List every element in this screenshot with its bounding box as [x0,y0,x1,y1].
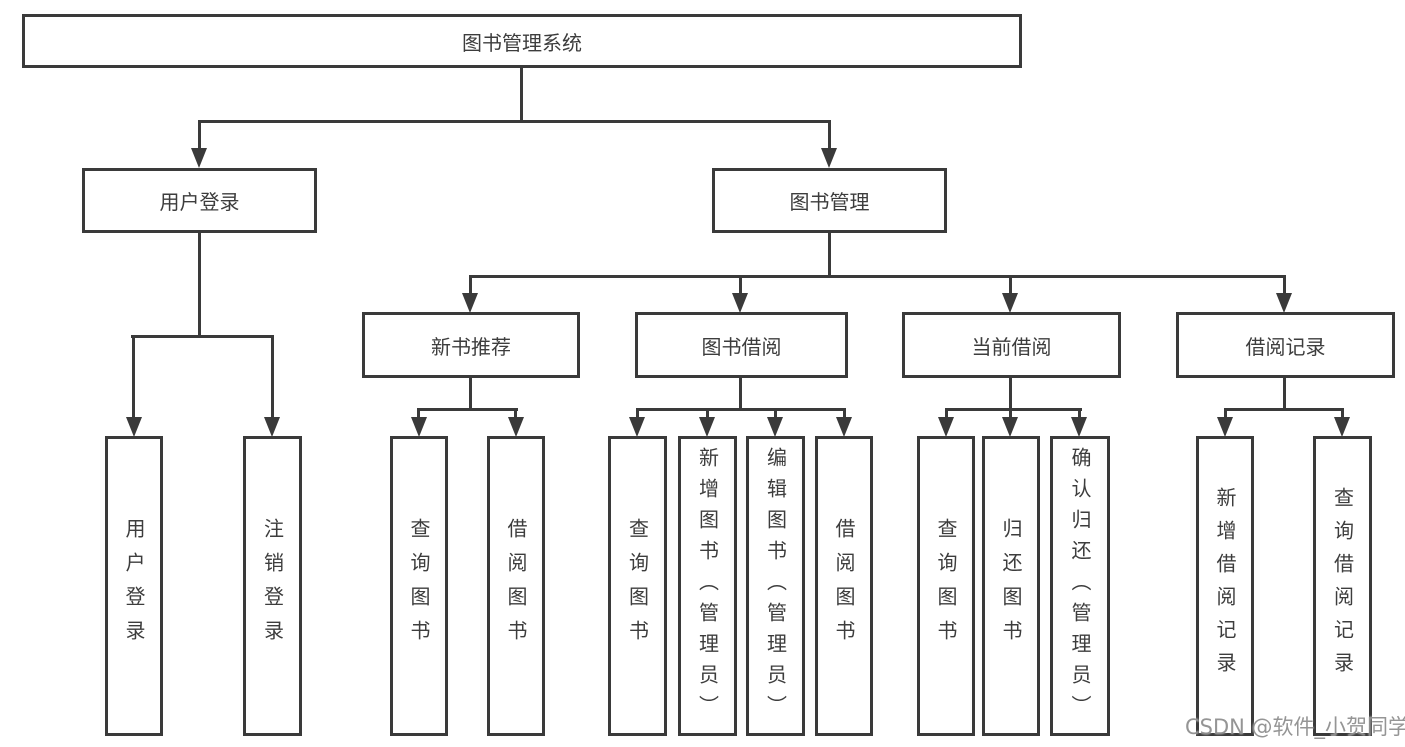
connector-currentborrow-stem [1009,378,1012,411]
leaf-logout: 注销登录 [243,436,302,736]
csdn-watermark: CSDN @软件_小贺同学 [1185,715,1405,739]
arrowhead-leaf [767,417,783,437]
node-book-management: 图书管理 [712,168,947,233]
leaf-edit-books-admin: 编辑图书（管理员） [746,436,805,736]
connector-to-borrow-records [1283,275,1286,297]
leaf-query-books-current: 查询图书 [917,436,975,736]
connector-stub [514,408,517,419]
connector-newbook-stem [469,378,472,411]
connector-book-mgmt-stem [828,233,831,278]
connector-to-new-book [469,275,472,297]
connector-stub [636,408,639,419]
connector-root-stem [520,68,523,120]
connector-currentborrow-bar [945,408,1082,411]
arrowhead-leaf [1002,417,1018,437]
arrowhead-leaf [1334,417,1350,437]
connector-stub [1009,408,1012,419]
leaf-confirm-return-admin: 确认归还（管理员） [1050,436,1110,736]
leaf-add-books-admin: 新增图书（管理员） [678,436,737,736]
arrowhead-leaf-login [126,417,142,437]
connector-stub [1078,408,1081,419]
leaf-borrow-books-recommend: 借阅图书 [487,436,545,736]
arrowhead-book-borrow [732,293,748,313]
connector-stub [945,408,948,419]
connector-bookborrow-stem [739,378,742,411]
connector-records-bar [1224,408,1344,411]
connector-stub [843,408,846,419]
arrowhead-leaf-logout [264,417,280,437]
leaf-query-books-borrowing: 查询图书 [608,436,667,736]
connector-to-leaf-login [132,335,135,419]
arrowhead-leaf [508,417,524,437]
arrowhead-book-management [821,148,837,168]
connector-level2-bar [198,120,831,123]
node-new-book-recommend: 新书推荐 [362,312,580,378]
arrowhead-current-borrow [1002,293,1018,313]
node-book-borrowing: 图书借阅 [635,312,848,378]
connector-to-user-login [198,120,201,150]
arrowhead-leaf [1217,417,1233,437]
leaf-user-login: 用户登录 [105,436,163,736]
connector-user-login-bar [131,335,274,338]
connector-to-book-management [828,120,831,150]
connector-stub [1224,408,1227,419]
connector-stub [774,408,777,419]
connector-user-login-stem [198,233,201,338]
connector-stub [417,408,420,419]
connector-to-leaf-logout [271,335,274,419]
leaf-query-books-recommend: 查询图书 [390,436,448,736]
arrowhead-leaf [699,417,715,437]
arrowhead-leaf [629,417,645,437]
connector-to-current-borrow [1009,275,1012,297]
node-user-login: 用户登录 [82,168,317,233]
arrowhead-borrow-records [1276,293,1292,313]
leaf-query-borrow-record: 查询借阅记录 [1313,436,1372,736]
arrowhead-leaf [411,417,427,437]
connector-to-book-borrow [739,275,742,297]
node-borrowing-records: 借阅记录 [1176,312,1395,378]
connector-newbook-bar [418,408,518,411]
leaf-borrow-books: 借阅图书 [815,436,873,736]
leaf-add-borrow-record: 新增借阅记录 [1196,436,1254,736]
node-root-library-system: 图书管理系统 [22,14,1022,68]
arrowhead-leaf [836,417,852,437]
node-current-borrowing: 当前借阅 [902,312,1121,378]
arrowhead-leaf [1071,417,1087,437]
leaf-return-books: 归还图书 [982,436,1040,736]
arrowhead-new-book [462,293,478,313]
arrowhead-leaf [938,417,954,437]
connector-stub [1341,408,1344,419]
connector-bookborrow-bar [636,408,846,411]
connector-records-stem [1283,378,1286,411]
arrowhead-user-login [191,148,207,168]
connector-stub [706,408,709,419]
connector-level3-bar [469,275,1286,278]
